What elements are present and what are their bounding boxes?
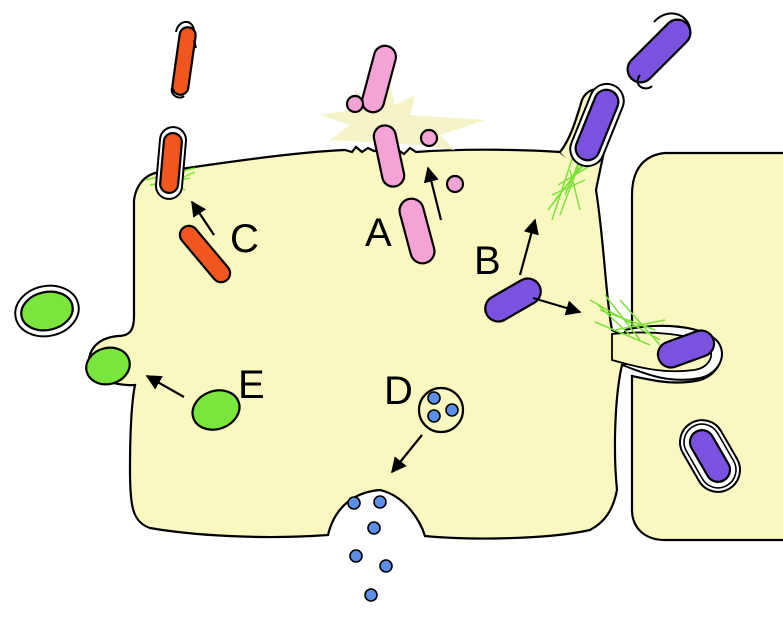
vesicle-particle-2 bbox=[445, 403, 459, 417]
fragment-a-3 bbox=[445, 174, 465, 194]
actin-tail-side bbox=[589, 294, 666, 346]
released-particle-5 bbox=[379, 559, 393, 573]
bacterium-b-top bbox=[574, 88, 620, 162]
arrow-c bbox=[191, 200, 215, 236]
released-particle-4 bbox=[349, 549, 363, 563]
bacterium-b-free bbox=[626, 18, 692, 84]
vesicle-particle-3 bbox=[427, 409, 441, 423]
arrow-d bbox=[391, 434, 423, 474]
fragment-a-1 bbox=[345, 94, 365, 114]
label-a: A bbox=[365, 211, 392, 255]
vesicle-particle-1 bbox=[427, 391, 441, 405]
bacterium-b-vacuole bbox=[688, 429, 732, 483]
bacterium-c-free bbox=[171, 26, 197, 96]
bacterium-a-top bbox=[360, 44, 398, 114]
bacterium-e-cell bbox=[191, 389, 241, 431]
bacterium-e-free bbox=[20, 290, 74, 332]
fragment-a-2 bbox=[419, 128, 439, 148]
released-particle-3 bbox=[367, 521, 381, 535]
arrow-b-up bbox=[518, 218, 539, 276]
bacterium-a-low bbox=[398, 197, 436, 265]
bacterium-a-mid bbox=[372, 124, 406, 188]
released-particle-6 bbox=[364, 588, 378, 602]
bacterium-b-side bbox=[656, 329, 716, 369]
bacterium-c-top bbox=[159, 131, 183, 195]
bacterium-c-free-membrane bbox=[170, 21, 197, 99]
bacterium-b-vacuole-inner bbox=[683, 423, 737, 489]
label-e: E bbox=[238, 363, 265, 407]
actin-tail-up bbox=[547, 134, 601, 221]
bacterium-c-cell bbox=[178, 224, 232, 284]
lysis-burst bbox=[320, 85, 485, 150]
bacterium-b-free-membrane bbox=[636, 12, 691, 90]
arrow-a bbox=[423, 166, 443, 221]
released-particle-1 bbox=[347, 496, 361, 510]
label-c: C bbox=[230, 217, 259, 261]
bacterium-b-cell bbox=[484, 277, 542, 323]
released-particle-2 bbox=[373, 495, 387, 509]
bacterium-e-exit bbox=[85, 346, 131, 386]
arrow-e bbox=[145, 375, 185, 398]
label-b: B bbox=[474, 239, 501, 283]
label-d: D bbox=[384, 369, 413, 413]
arrow-b-right bbox=[532, 296, 582, 316]
